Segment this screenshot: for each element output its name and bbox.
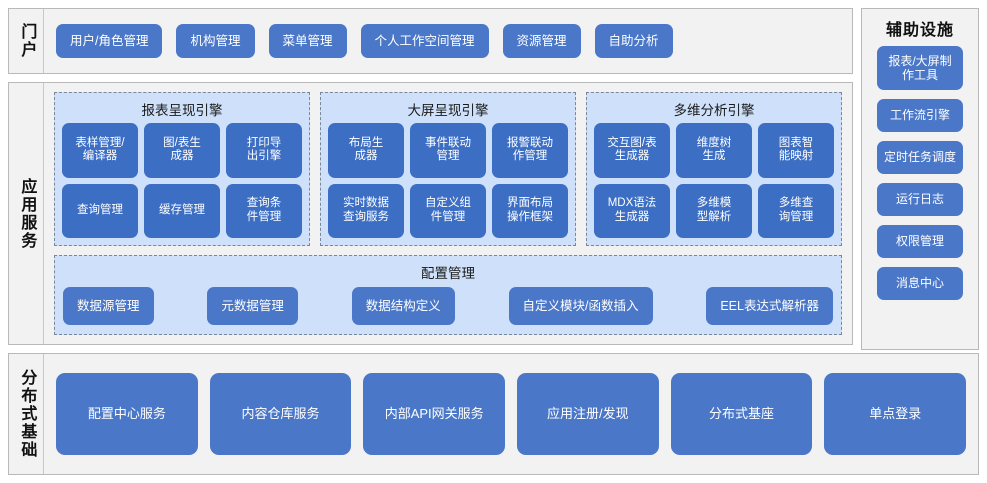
aux-item-report-bigscreen-tool[interactable]: 报表/大屏制 作工具 bbox=[877, 46, 963, 90]
aux-facilities-panel: 辅助设施 报表/大屏制 作工具 工作流引擎 定时任务调度 运行日志 权限管理 消… bbox=[861, 8, 979, 350]
config-item-datasource[interactable]: 数据源管理 bbox=[63, 287, 154, 325]
base-item-content-repository[interactable]: 内容仓库服务 bbox=[209, 373, 352, 455]
engine-bigscreen-item-custom-component[interactable]: 自定义组 件管理 bbox=[410, 183, 486, 238]
aux-item-runtime-log[interactable]: 运行日志 bbox=[877, 183, 963, 216]
engine-multidim-item-query-management[interactable]: 多维查 询管理 bbox=[758, 183, 834, 238]
portal-band-label: 门户 bbox=[9, 9, 44, 73]
portal-item-list: 用户/角色管理 机构管理 菜单管理 个人工作空间管理 资源管理 自助分析 bbox=[44, 9, 852, 73]
engine-multidim-item-interactive-chart[interactable]: 交互图/表 生成器 bbox=[594, 123, 670, 178]
portal-item-org[interactable]: 机构管理 bbox=[176, 24, 255, 58]
portal-panel: 门户 用户/角色管理 机构管理 菜单管理 个人工作空间管理 资源管理 自助分析 bbox=[8, 8, 853, 74]
application-service-panel: 应用服务 报表呈现引擎 表样管理/ 编译器 图/表生 成器 打印导 出引擎 查询… bbox=[8, 82, 853, 345]
engine-multidim-item-mdx-generator[interactable]: MDX语法 生成器 bbox=[594, 183, 670, 238]
config-item-custom-module[interactable]: 自定义模块/函数插入 bbox=[508, 287, 653, 325]
engine-report-item-chart-generator[interactable]: 图/表生 成器 bbox=[144, 123, 220, 178]
base-item-sso[interactable]: 单点登录 bbox=[824, 373, 967, 455]
engine-bigscreen-item-layout-generator[interactable]: 布局生 成器 bbox=[328, 123, 404, 178]
engine-report-item-query-management[interactable]: 查询管理 bbox=[62, 183, 138, 238]
config-management-title: 配置管理 bbox=[421, 266, 475, 281]
engine-multidim-item-model-parser[interactable]: 多维模 型解析 bbox=[676, 183, 752, 238]
portal-item-self-service[interactable]: 自助分析 bbox=[594, 24, 673, 58]
config-item-data-structure[interactable]: 数据结构定义 bbox=[351, 287, 455, 325]
engine-multidim: 多维分析引擎 交互图/表 生成器 维度树 生成 图表智 能映射 MDX语法 生成… bbox=[586, 92, 842, 246]
aux-item-workflow-engine[interactable]: 工作流引擎 bbox=[877, 99, 963, 132]
aux-facilities-list: 报表/大屏制 作工具 工作流引擎 定时任务调度 运行日志 权限管理 消息中心 bbox=[862, 46, 978, 300]
engine-multidim-grid: 交互图/表 生成器 维度树 生成 图表智 能映射 MDX语法 生成器 多维模 型… bbox=[594, 123, 834, 238]
engine-bigscreen-item-realtime-query[interactable]: 实时数据 查询服务 bbox=[328, 183, 404, 238]
base-item-app-registry[interactable]: 应用注册/发现 bbox=[517, 373, 659, 455]
portal-item-menu[interactable]: 菜单管理 bbox=[268, 24, 347, 58]
base-item-config-center[interactable]: 配置中心服务 bbox=[56, 373, 198, 455]
config-management-list: 数据源管理 元数据管理 数据结构定义 自定义模块/函数插入 EEL表达式解析器 bbox=[63, 287, 833, 325]
engine-report-item-template-editor[interactable]: 表样管理/ 编译器 bbox=[62, 123, 138, 178]
engine-row: 报表呈现引擎 表样管理/ 编译器 图/表生 成器 打印导 出引擎 查询管理 缓存… bbox=[54, 92, 842, 246]
aux-item-message-center[interactable]: 消息中心 bbox=[877, 267, 963, 300]
aux-item-permission[interactable]: 权限管理 bbox=[877, 225, 963, 258]
engine-report-item-cache-management[interactable]: 缓存管理 bbox=[144, 183, 220, 238]
engine-report-item-query-condition[interactable]: 查询条 件管理 bbox=[226, 183, 302, 238]
distributed-base-list: 配置中心服务 内容仓库服务 内部API网关服务 应用注册/发现 分布式基座 单点… bbox=[44, 354, 978, 474]
config-item-eel-parser[interactable]: EEL表达式解析器 bbox=[706, 287, 833, 325]
engine-multidim-item-chart-mapping[interactable]: 图表智 能映射 bbox=[758, 123, 834, 178]
portal-item-workspace[interactable]: 个人工作空间管理 bbox=[360, 24, 489, 58]
base-item-distributed-foundation[interactable]: 分布式基座 bbox=[670, 373, 813, 455]
engine-report-title: 报表呈现引擎 bbox=[141, 103, 223, 118]
config-item-metadata[interactable]: 元数据管理 bbox=[207, 287, 298, 325]
aux-item-scheduled-task[interactable]: 定时任务调度 bbox=[877, 141, 963, 174]
engine-bigscreen: 大屏呈现引擎 布局生 成器 事件联动 管理 报警联动 作管理 实时数据 查询服务… bbox=[320, 92, 576, 246]
portal-item-user-role[interactable]: 用户/角色管理 bbox=[56, 24, 163, 58]
application-service-band-label: 应用服务 bbox=[9, 83, 44, 344]
engine-report: 报表呈现引擎 表样管理/ 编译器 图/表生 成器 打印导 出引擎 查询管理 缓存… bbox=[54, 92, 310, 246]
config-management-panel: 配置管理 数据源管理 元数据管理 数据结构定义 自定义模块/函数插入 EEL表达… bbox=[54, 255, 842, 335]
distributed-base-band-label: 分布式基础 bbox=[9, 354, 44, 474]
engine-multidim-item-dimension-tree[interactable]: 维度树 生成 bbox=[676, 123, 752, 178]
engine-bigscreen-item-ui-layout-framework[interactable]: 界面布局 操作框架 bbox=[492, 183, 568, 238]
engine-bigscreen-item-event-linkage[interactable]: 事件联动 管理 bbox=[410, 123, 486, 178]
distributed-base-panel: 分布式基础 配置中心服务 内容仓库服务 内部API网关服务 应用注册/发现 分布… bbox=[8, 353, 979, 475]
portal-item-resource[interactable]: 资源管理 bbox=[502, 24, 581, 58]
base-item-api-gateway[interactable]: 内部API网关服务 bbox=[363, 373, 506, 455]
engine-report-grid: 表样管理/ 编译器 图/表生 成器 打印导 出引擎 查询管理 缓存管理 查询条 … bbox=[62, 123, 302, 238]
aux-facilities-title: 辅助设施 bbox=[885, 22, 954, 39]
middle-band: 应用服务 报表呈现引擎 表样管理/ 编译器 图/表生 成器 打印导 出引擎 查询… bbox=[8, 82, 979, 345]
engine-bigscreen-title: 大屏呈现引擎 bbox=[407, 103, 489, 118]
top-band: 门户 用户/角色管理 机构管理 菜单管理 个人工作空间管理 资源管理 自助分析 bbox=[8, 8, 979, 74]
application-service-body: 报表呈现引擎 表样管理/ 编译器 图/表生 成器 打印导 出引擎 查询管理 缓存… bbox=[44, 83, 852, 344]
engine-bigscreen-grid: 布局生 成器 事件联动 管理 报警联动 作管理 实时数据 查询服务 自定义组 件… bbox=[328, 123, 568, 238]
engine-multidim-title: 多维分析引擎 bbox=[673, 103, 755, 118]
engine-report-item-print-export[interactable]: 打印导 出引擎 bbox=[226, 123, 302, 178]
engine-bigscreen-item-alarm-action[interactable]: 报警联动 作管理 bbox=[492, 123, 568, 178]
